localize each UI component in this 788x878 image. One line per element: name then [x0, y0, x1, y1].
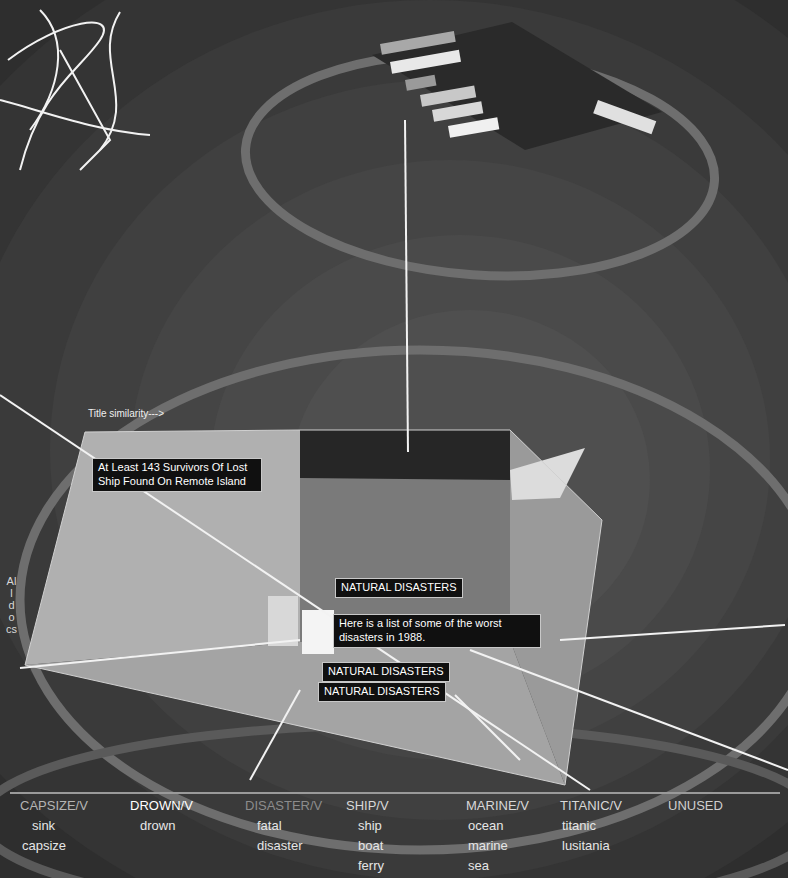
- label-box: NATURAL DISASTERS: [335, 578, 463, 598]
- legend-term: ferry: [358, 858, 384, 874]
- label-text: At Least 143 Survivors Of Lost Ship Foun…: [98, 461, 256, 489]
- legend-term: fatal: [257, 818, 282, 834]
- label-text: NATURAL DISASTERS: [341, 581, 457, 595]
- top-bar-panel: [372, 22, 662, 150]
- legend-term: MARINE/V: [466, 798, 529, 814]
- legend-term: drown: [140, 818, 175, 834]
- label-text: NATURAL DISASTERS: [328, 665, 444, 679]
- label-text: NATURAL DISASTERS: [324, 685, 440, 699]
- legend-term: disaster: [257, 838, 303, 854]
- legend-term: capsize: [22, 838, 66, 854]
- axis-label: All docs: [6, 575, 17, 635]
- orbit-rings: [0, 39, 788, 878]
- label-text: Here is a list of some of the worst disa…: [339, 617, 535, 645]
- legend-term: titanic: [562, 818, 596, 834]
- label-box: Here is a list of some of the worst disa…: [333, 614, 541, 648]
- label-box: At Least 143 Survivors Of Lost Ship Foun…: [92, 458, 262, 492]
- legend-term: CAPSIZE/V: [20, 798, 88, 814]
- legend-term: boat: [358, 838, 383, 854]
- legend-rule: [10, 792, 780, 794]
- legend-term: ship: [358, 818, 382, 834]
- legend-term: DROWN/V: [130, 798, 193, 814]
- legend-term: DISASTER/V: [245, 798, 322, 814]
- legend-term: sea: [468, 858, 489, 874]
- label-box: NATURAL DISASTERS: [322, 662, 450, 682]
- label-box: NATURAL DISASTERS: [318, 682, 446, 702]
- axis-label: Title similarity--->: [88, 408, 164, 420]
- legend-term: TITANIC/V: [560, 798, 622, 814]
- link-lines: [0, 10, 788, 790]
- legend-term: UNUSED: [668, 798, 723, 814]
- legend-term: SHIP/V: [346, 798, 389, 814]
- legend-term: ocean: [468, 818, 503, 834]
- document-box: [25, 430, 602, 785]
- legend-term: lusitania: [562, 838, 610, 854]
- legend-term: marine: [468, 838, 508, 854]
- legend-term: sink: [32, 818, 55, 834]
